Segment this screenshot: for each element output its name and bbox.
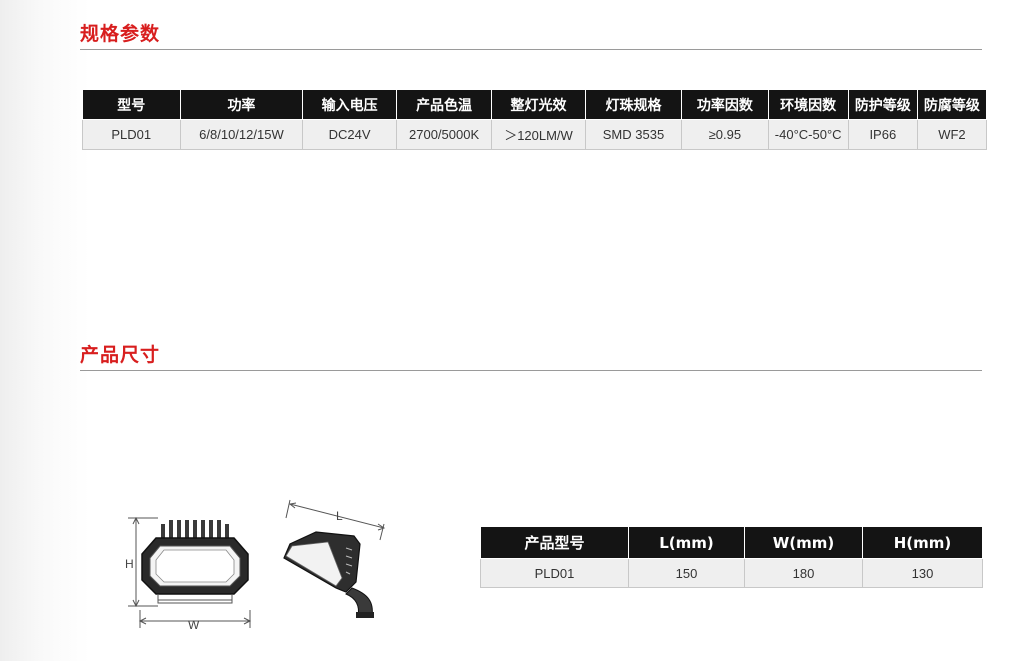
spec-section-divider: [80, 49, 982, 50]
spec-cell-ambient: -40°C-50°C: [767, 119, 849, 150]
dimensions-cell-width: 180: [744, 558, 863, 588]
spec-header-cell: 功率: [179, 90, 304, 120]
dimensions-header-row: 产品型号 L(mm) W(mm) H(mm): [480, 527, 983, 559]
table-row: PLD01 6/8/10/12/15W DC24V 2700/5000K ＞12…: [82, 119, 988, 150]
spec-table: 型号 功率 输入电压 产品色温 整灯光效 灯珠规格 功率因数 环境因数 防护等级…: [82, 90, 988, 150]
dimensions-header-cell: L(mm): [628, 527, 745, 559]
spec-cell-color-temp: 2700/5000K: [395, 119, 493, 150]
dimensions-cell-height: 130: [862, 558, 983, 588]
spec-cell-voltage: DC24V: [302, 119, 397, 150]
spec-table-header-row: 型号 功率 输入电压 产品色温 整灯光效 灯珠规格 功率因数 环境因数 防护等级…: [82, 90, 988, 120]
dimensions-header-cell: W(mm): [744, 527, 863, 559]
dimensions-header-cell: H(mm): [862, 527, 983, 559]
spec-header-cell: 防腐等级: [916, 90, 988, 120]
spec-cell-corrosion-rating: WF2: [916, 119, 988, 150]
spec-header-cell: 环境因数: [767, 90, 849, 120]
spec-cell-led-spec: SMD 3535: [584, 119, 683, 150]
spec-cell-power: 6/8/10/12/15W: [179, 119, 304, 150]
size-section-divider: [80, 370, 982, 371]
spec-header-cell: 功率因数: [681, 90, 769, 120]
dimensions-header-cell: 产品型号: [480, 527, 629, 559]
spec-section-title: 规格参数: [80, 23, 161, 45]
dimensions-cell-model: PLD01: [480, 558, 629, 588]
spec-cell-power-factor: ≥0.95: [681, 119, 769, 150]
spec-header-cell: 输入电压: [302, 90, 397, 120]
spec-cell-efficacy: ＞120LM/W: [491, 119, 586, 150]
front-view-drawing: H W: [125, 516, 252, 632]
dimensions-cell-length: 150: [628, 558, 745, 588]
size-section-title: 产品尺寸: [80, 344, 161, 366]
spec-header-cell: 灯珠规格: [584, 90, 683, 120]
width-label: W: [188, 618, 200, 632]
length-label: L: [336, 509, 343, 523]
length-dimension-line: [289, 503, 385, 529]
height-label: H: [125, 557, 134, 571]
spec-header-cell: 防护等级: [847, 90, 918, 120]
side-view-drawing: L: [283, 499, 386, 618]
table-row: PLD01 150 180 130: [480, 558, 983, 588]
spec-cell-ip-rating: IP66: [847, 119, 918, 150]
dimensions-table: 产品型号 L(mm) W(mm) H(mm) PLD01 150 180 130: [480, 527, 983, 588]
spec-header-cell: 产品色温: [395, 90, 493, 120]
spec-header-cell: 型号: [82, 90, 181, 120]
spec-cell-model: PLD01: [82, 119, 181, 150]
spec-header-cell: 整灯光效: [491, 90, 586, 120]
